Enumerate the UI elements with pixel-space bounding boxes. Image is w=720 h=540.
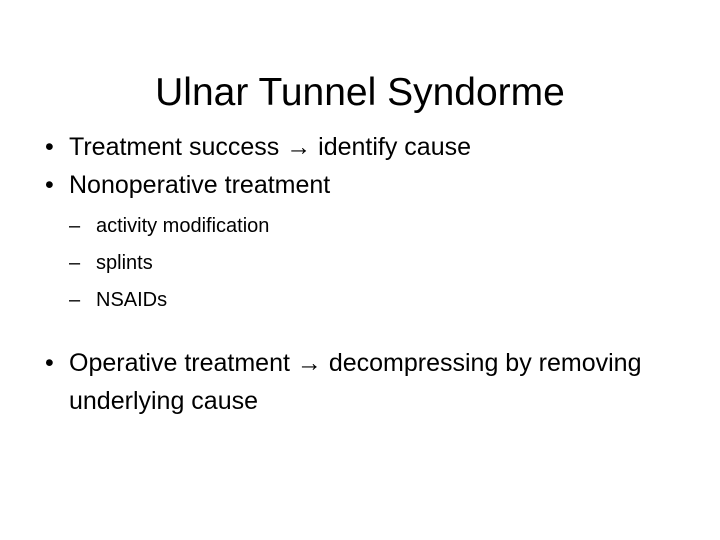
list-item-text: splints xyxy=(96,252,153,274)
list-item-text: activity modification xyxy=(96,215,270,237)
sub-bullet-list: – activity modification – splints – NSAI… xyxy=(40,208,688,319)
dash-bullet-icon: – xyxy=(69,215,81,237)
dash-bullet-icon: – xyxy=(69,252,81,274)
bullet-icon: • xyxy=(45,171,54,199)
bullet-list: • Treatment success → identify cause • N… xyxy=(40,128,688,420)
list-item: • Operative treatment → decompressing by… xyxy=(40,344,688,420)
list-item: • Treatment success → identify cause xyxy=(40,128,688,166)
list-item-text: Operative treatment → decompressing by r… xyxy=(69,349,642,415)
bullet-icon: • xyxy=(45,133,54,161)
list-item-text: Nonoperative treatment xyxy=(69,171,331,199)
list-item: – splints xyxy=(69,245,688,282)
slide-body: • Treatment success → identify cause • N… xyxy=(40,128,688,420)
bullet-icon: • xyxy=(45,349,54,377)
list-item-text: Treatment success → identify cause xyxy=(69,133,472,161)
dash-bullet-icon: – xyxy=(69,289,81,311)
page-title: Ulnar Tunnel Syndorme xyxy=(155,71,565,115)
list-item: – NSAIDs xyxy=(69,282,688,319)
sublist-container: – activity modification – splints – NSAI… xyxy=(40,208,688,319)
list-item: • Nonoperative treatment xyxy=(40,166,688,204)
list-item-text: NSAIDs xyxy=(96,289,168,311)
list-item: – activity modification xyxy=(69,208,688,245)
